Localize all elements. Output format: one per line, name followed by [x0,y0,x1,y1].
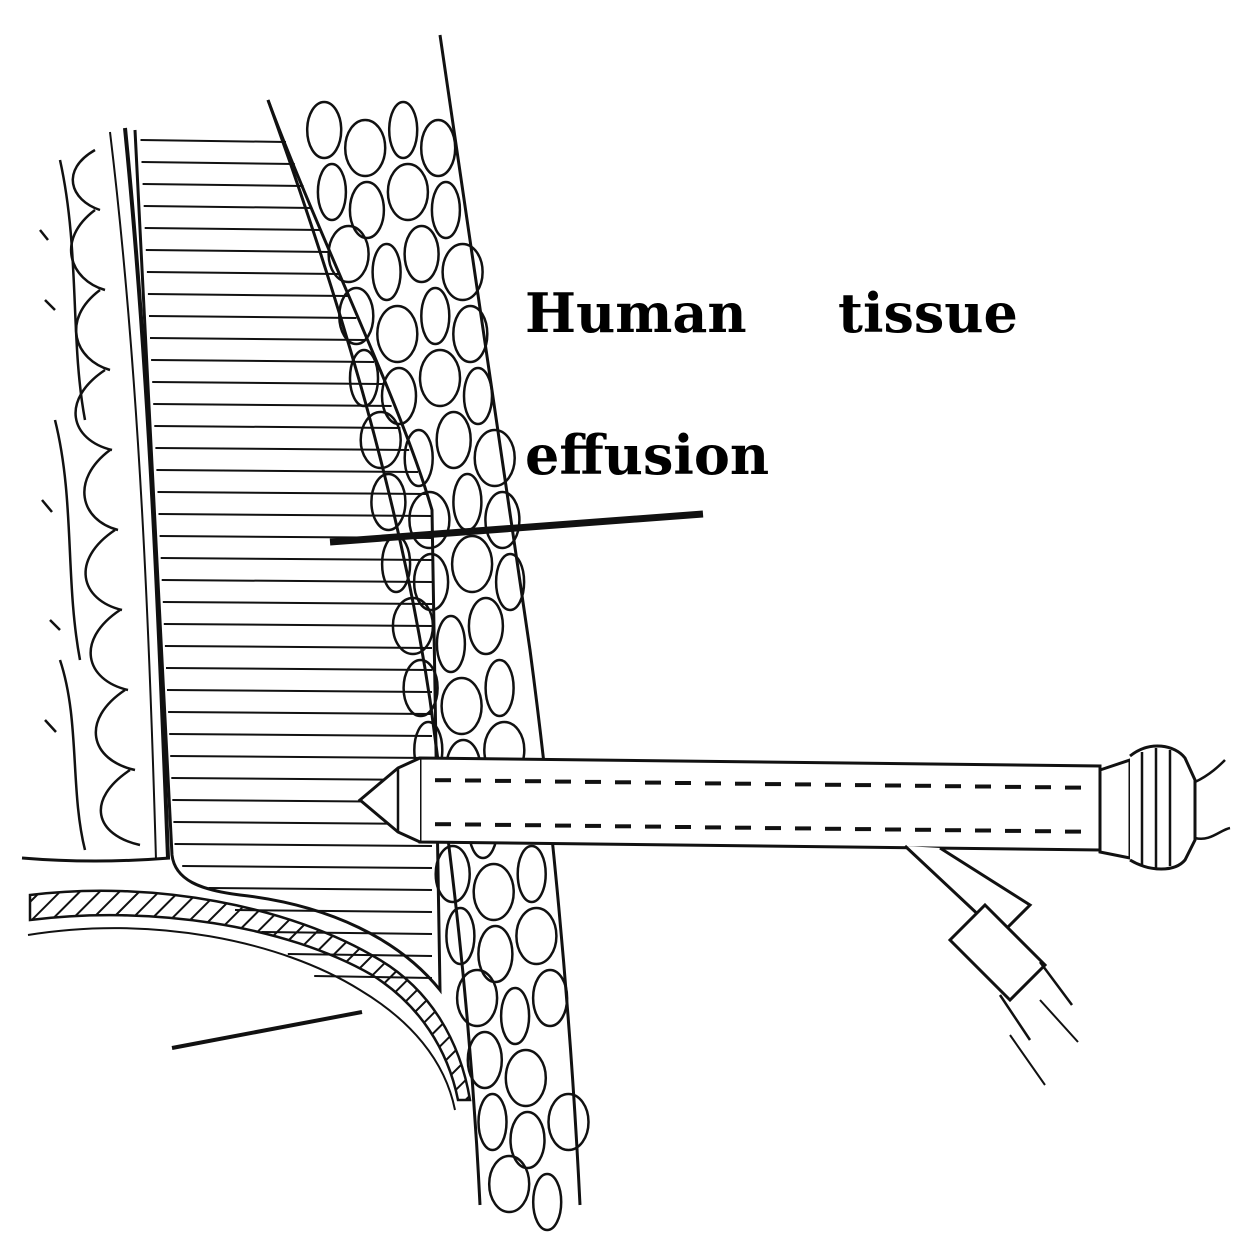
tissue-cell [455,968,499,1028]
drainage-tube [357,744,1231,1086]
tissue-cell [531,968,569,1028]
tissue-cell [504,1048,548,1108]
tissue-cell [473,428,516,488]
tissue-cell [435,614,467,674]
tissue-cell [450,534,494,594]
tissue-cell [515,906,558,966]
label-human: Human [525,281,747,345]
tissue-cell [531,1172,563,1232]
tissue-cell [418,348,462,408]
tissue-cell [419,118,457,178]
tissue-cell [516,844,547,904]
tissue-cell [338,286,375,346]
tissue-cell [359,410,402,470]
horizontal-hatch-lines [140,139,433,979]
tissue-cell [440,676,483,736]
tissue-cell [343,118,387,178]
tissue-cell [462,366,494,426]
tissue-cell [327,224,370,284]
tissue-cell [467,596,505,656]
tube-connector [1098,757,1132,860]
tissue-cell [477,1092,508,1152]
tissue-cell [380,366,418,426]
tissue-cell [316,162,348,222]
tissue-cell [452,304,489,364]
cavity-layer [133,99,442,995]
tissue-cell [487,1154,531,1214]
effusion-leader-line [329,510,704,546]
tissue-cell [348,180,386,240]
muscle-layer [21,127,171,863]
tissue-cell [494,552,526,612]
tissue-cell [430,180,462,240]
tissue-cell [472,862,515,922]
tissue-cell [348,348,380,408]
tissue-cell [445,906,476,966]
label-tissue: tissue [838,281,1018,345]
tissue-cell [420,286,451,346]
tissue-cell [509,1110,546,1170]
side-branch [903,844,1033,938]
label-effusion: effusion [525,423,770,487]
tissue-cell [441,242,484,302]
tissue-cell [370,472,407,532]
tissue-cell [403,428,434,488]
tissue-cell [402,658,439,718]
hatched-membrane [27,889,472,1111]
tissue-cell [403,224,440,284]
tissue-cell [408,490,451,550]
tissue-cell [484,490,521,550]
tissue-cell [386,162,430,222]
tube-tip [357,756,421,844]
membrane-leader-line [171,1010,363,1050]
tissue-cell [387,100,419,160]
tissue-cell [376,304,419,364]
tissue-cell [412,552,450,612]
tissue-cell [484,658,515,718]
tissue-cell [477,924,514,984]
tissue-cell [466,1030,504,1090]
tissue-cell [452,472,483,532]
tissue-cell [391,596,435,656]
tissue-cell [371,242,402,302]
tissue-cell [499,986,531,1046]
tissue-cell [435,410,472,470]
leader-lines [171,510,704,1050]
tissue-cell [305,100,343,160]
tube-body [418,756,1102,852]
tissue-cell [547,1092,590,1152]
tissue-cell [434,844,471,904]
